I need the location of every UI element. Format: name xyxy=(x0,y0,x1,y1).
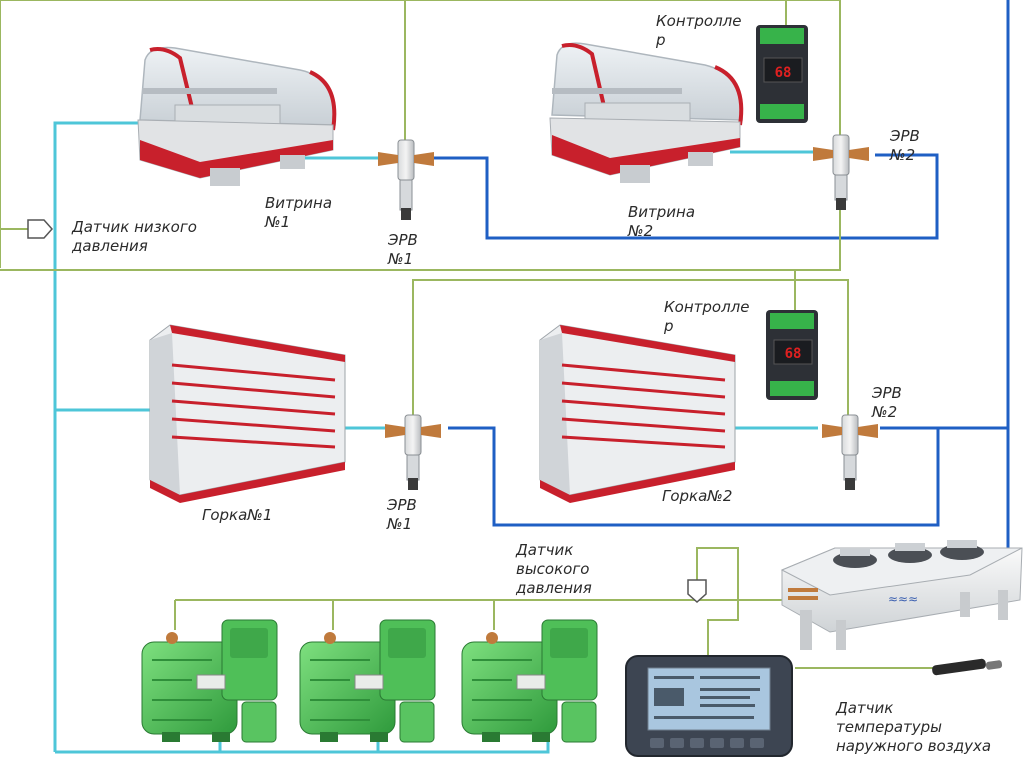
suction-main-line xyxy=(53,121,150,752)
label-evr-mid-1: ЭРВ №1 xyxy=(387,496,417,533)
evr-valve-mid-2 xyxy=(822,414,878,490)
label-outdoor-temp-sensor: Датчик температуры наружного воздуха xyxy=(836,699,992,755)
signal-top-loop xyxy=(0,0,406,268)
compressor-1 xyxy=(141,619,278,743)
svg-text:≈≈≈: ≈≈≈ xyxy=(888,592,918,606)
compressors xyxy=(141,619,598,743)
showcase-2 xyxy=(549,42,744,183)
label-low-pressure-sensor: Датчик низкого давления xyxy=(72,218,197,255)
label-rack-2: Горка№2 xyxy=(662,487,733,505)
label-showcase-1: Витрина №1 xyxy=(265,194,333,231)
low-pressure-sensor xyxy=(27,219,54,239)
label-high-pressure-sensor: Датчик высокого давления xyxy=(516,541,592,597)
liquid-rack1-line xyxy=(448,426,940,527)
label-evr-top-2: ЭРВ №2 xyxy=(890,127,920,164)
label-rack-1: Горка№1 xyxy=(202,506,273,524)
signal-mid-loop xyxy=(412,279,849,420)
liquid-lines xyxy=(430,0,1010,570)
rack-1 xyxy=(149,324,346,503)
rack-2 xyxy=(539,324,736,503)
controller-top: 68 xyxy=(756,25,808,123)
controller-top-display: 68 xyxy=(775,65,792,81)
control-display-panel xyxy=(625,655,793,757)
evr-valve-mid-1 xyxy=(385,414,441,490)
outdoor-temp-sensor xyxy=(932,658,1003,676)
controller-mid-display: 68 xyxy=(785,346,802,362)
showcase-1 xyxy=(137,46,337,186)
label-controller-top: Контролле р xyxy=(656,12,742,49)
compressor-2 xyxy=(299,619,436,743)
label-evr-mid-2: ЭРВ №2 xyxy=(872,384,902,421)
evr-valve-top-1 xyxy=(378,139,434,220)
label-evr-top-1: ЭРВ №1 xyxy=(388,231,418,268)
high-pressure-sensor xyxy=(687,579,707,604)
label-showcase-2: Витрина №2 xyxy=(628,203,696,240)
controller-mid: 68 xyxy=(766,310,818,400)
evr-valve-top-2 xyxy=(813,134,869,210)
compressor-3 xyxy=(461,619,598,743)
signal-hp-sensor-line xyxy=(696,547,739,655)
label-controller-mid: Контролле р xyxy=(664,298,750,335)
liquid-showcase1-line xyxy=(430,153,939,240)
condenser-unit: ≈≈≈ xyxy=(780,540,1023,650)
